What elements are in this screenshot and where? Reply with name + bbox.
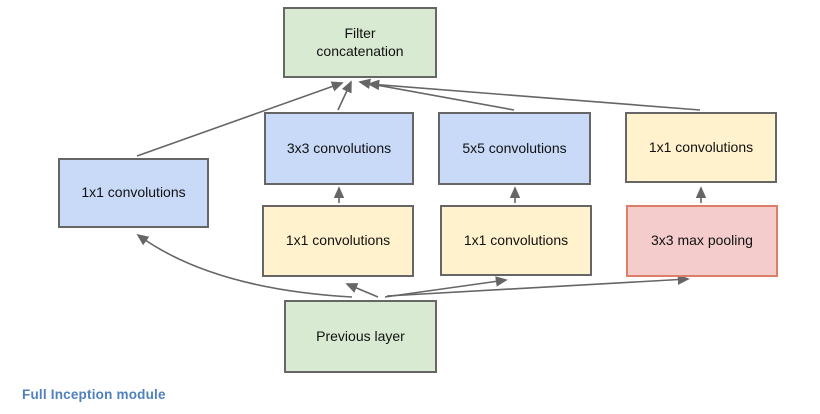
edge-previous-to-conv1x1-reduce-b bbox=[384, 276, 508, 298]
edge-conv1x1-right-to-filter-concat bbox=[367, 79, 701, 111]
node-maxpool: 3x3 max pooling bbox=[626, 205, 778, 277]
node-label: Filter concatenation bbox=[316, 25, 404, 59]
node-label: 1x1 convolutions bbox=[81, 184, 186, 201]
node-label: 5x5 convolutions bbox=[462, 139, 567, 156]
edge-previous-to-conv1x1-left bbox=[136, 233, 353, 298]
node-label: 1x1 convolutions bbox=[648, 138, 754, 155]
node-conv1x1-reduce-b: 1x1 convolutions bbox=[440, 205, 592, 276]
node-filter-concatenation: Filter concatenation bbox=[283, 7, 437, 78]
node-label: 3x3 max pooling bbox=[651, 232, 753, 249]
edge-conv3x3-to-filter-concat bbox=[337, 80, 352, 111]
node-conv1x1-reduce-a: 1x1 convolutions bbox=[262, 205, 414, 277]
node-previous-layer: Previous layer bbox=[284, 300, 437, 373]
edge-conv5x5-to-filter-concat bbox=[358, 78, 515, 111]
node-label: Previous layer bbox=[316, 327, 405, 344]
edge-previous-to-conv1x1-reduce-a bbox=[345, 283, 379, 298]
node-label: 3x3 convolutions bbox=[286, 139, 392, 156]
edge-conv1x1-left-to-filter-concat bbox=[136, 81, 344, 157]
node-label: 1x1 convolutions bbox=[285, 232, 391, 249]
node-conv5x5: 5x5 convolutions bbox=[438, 112, 591, 185]
node-conv1x1-right: 1x1 convolutions bbox=[625, 112, 777, 183]
node-label: 1x1 convolutions bbox=[463, 231, 569, 248]
node-conv3x3: 3x3 convolutions bbox=[264, 112, 414, 185]
node-conv1x1-left: 1x1 convolutions bbox=[58, 158, 209, 228]
figure-caption: Full Inception module bbox=[22, 387, 166, 402]
edge-previous-to-maxpool bbox=[386, 274, 690, 297]
